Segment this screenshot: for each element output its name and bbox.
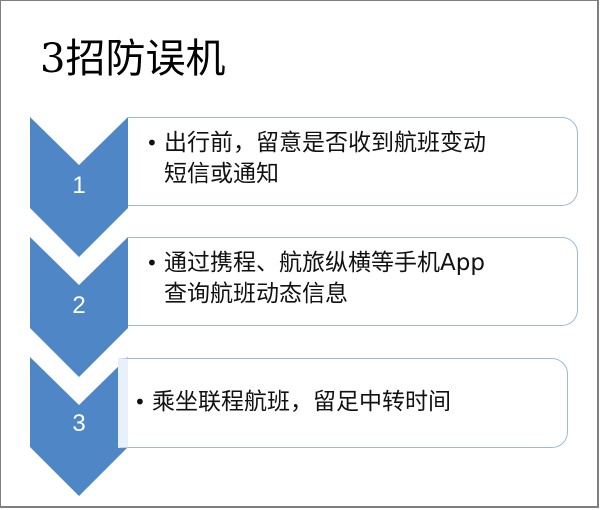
- step-box-2: • 通过携程、航旅纵横等手机App 查询航班动态信息: [128, 237, 578, 326]
- line: 出行前，留意是否收到航班变动: [164, 130, 486, 156]
- step-text-1: • 出行前，留意是否收到航班变动 短信或通知: [146, 128, 486, 190]
- step-number-3: 3: [72, 410, 86, 437]
- step-box-3: • 乘坐联程航班，留足中转时间: [118, 358, 568, 448]
- step-number-2: 2: [72, 292, 86, 319]
- step-text-2: • 通过携程、航旅纵横等手机App 查询航班动态信息: [146, 248, 485, 310]
- step-text-3: • 乘坐联程航班，留足中转时间: [134, 387, 451, 418]
- step-box-1: • 出行前，留意是否收到航班变动 短信或通知: [128, 117, 578, 206]
- bullet: •: [146, 251, 158, 275]
- step-number-1: 1: [72, 172, 86, 199]
- chevron-3: [30, 357, 128, 496]
- line: 查询航班动态信息: [164, 281, 348, 307]
- chevron-1: [30, 117, 128, 257]
- bullet: •: [134, 390, 146, 414]
- line: 乘坐联程航班，留足中转时间: [152, 389, 451, 415]
- line: 通过携程、航旅纵横等手机App: [164, 250, 485, 276]
- line: 短信或通知: [164, 161, 279, 187]
- bullet: •: [146, 131, 158, 155]
- chevron-2: [30, 237, 128, 377]
- slide-title: 3招防误机: [40, 36, 226, 82]
